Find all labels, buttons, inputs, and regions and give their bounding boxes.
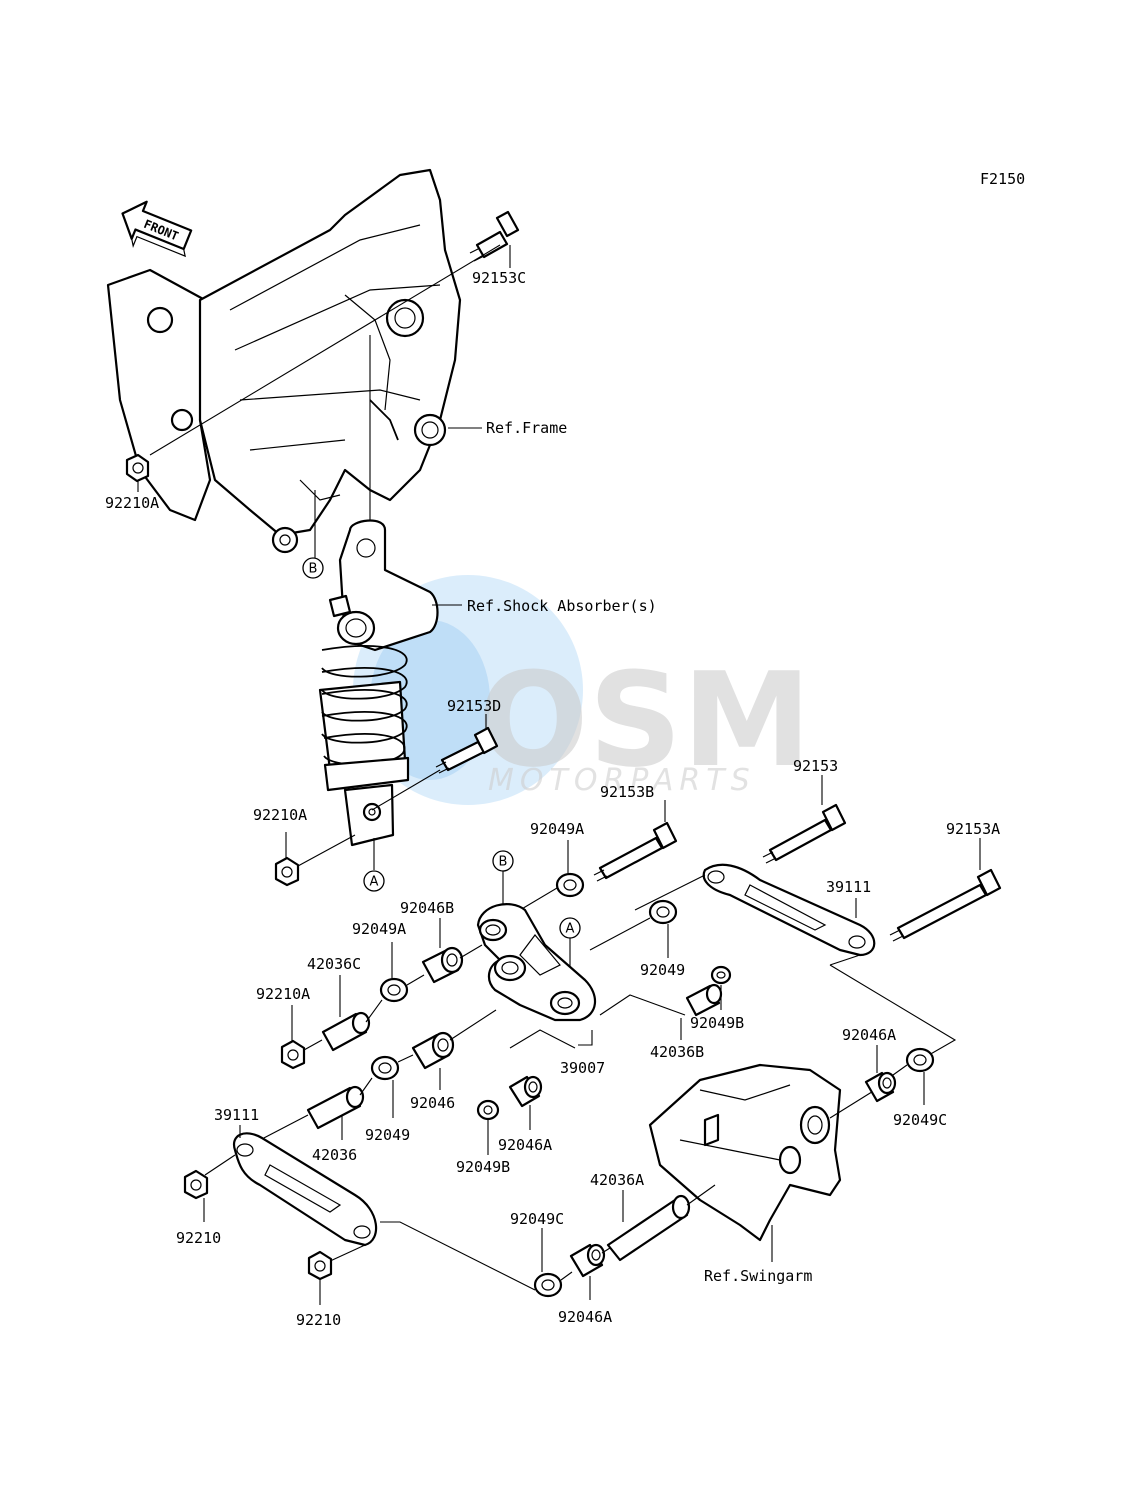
watermark-logo: OSM [478,644,812,796]
nut-92210A-mid [274,834,356,887]
marker-b-mid-label: B [499,855,508,870]
bearing-92046 [411,1009,497,1070]
washer-92049-right [589,899,678,951]
front-direction-arrow-icon: FRONT [121,200,193,258]
label-92046: 92046 [410,1094,455,1112]
watermark-subtext: MOTORPARTS [488,763,756,798]
label-92210-b: 92210 [296,1311,341,1329]
collar-42036 [259,1077,373,1141]
marker-a-mid [363,870,385,892]
label-92210A-mid: 92210A [253,806,307,824]
label-39007: 39007 [560,1059,605,1077]
bearing-92046A-low [569,1243,611,1278]
label-92049A-top: 92049A [530,820,584,838]
bolt-92153C [149,210,520,456]
ref-swingarm-label: Ref.Swingarm [704,1267,812,1285]
label-92046A-mid: 92046A [498,1136,552,1154]
bearing-92046A-right [864,1071,897,1103]
ref-frame-label: Ref.Frame [486,419,567,437]
label-42036B: 42036B [650,1043,704,1061]
nut-92210-b [307,1250,333,1281]
nut-92210-a [183,1169,209,1200]
washer-92049-left [370,1054,414,1081]
label-92049B-right: 92049B [690,1014,744,1032]
bolt-92153 [762,803,847,864]
collar-42036B [599,983,723,1017]
bearing-92046B [421,944,483,984]
washer-92049A-left [379,974,425,1003]
label-92049B-mid: 92049B [456,1158,510,1176]
label-42036A: 42036A [590,1171,644,1189]
washer-92049A-top [519,872,585,911]
label-92049C-low: 92049C [510,1210,564,1228]
label-42036C: 42036C [307,955,361,973]
washer-92049B-mid [476,1099,500,1121]
label-92049-right: 92049 [640,961,685,979]
marker-a-mid-label: A [370,875,379,890]
label-92153A: 92153A [946,820,1000,838]
label-92049A-left: 92049A [352,920,406,938]
label-92046A-low: 92046A [558,1308,612,1326]
label-92153C: 92153C [472,269,526,287]
bolt-92153A [889,868,1002,942]
label-39111-right: 39111 [826,878,871,896]
nut-92210A-low [280,1039,323,1070]
label-92049C-right: 92049C [893,1111,947,1129]
frame-assembly [106,168,462,554]
label-92210A-top: 92210A [105,494,159,512]
label-92210A-low: 92210A [256,985,310,1003]
ref-shock-label: Ref.Shock Absorber(s) [467,597,657,615]
bearing-92046A-mid [508,1075,543,1108]
label-92153B: 92153B [600,783,654,801]
label-92046B: 92046B [400,899,454,917]
washer-92049C-low [533,1271,573,1298]
label-92046A-right: 92046A [842,1026,896,1044]
collar-42036C [321,999,383,1052]
washer-92049C-right [892,1047,935,1076]
washer-92049B-right [710,965,732,985]
marker-b-top [302,557,324,579]
swingarm [648,1063,876,1242]
bolt-92153D [371,726,499,811]
bolt-92153B [593,821,678,882]
label-92049-left: 92049 [365,1126,410,1144]
tie-rod-39111-left [204,1132,536,1291]
marker-b-top-label: B [309,562,318,577]
rocker-arm-39007 [476,903,596,1022]
diagram-code: F2150 [980,170,1025,188]
marker-b-mid [492,850,514,872]
marker-a-link-label: A [566,922,575,937]
label-92153: 92153 [793,757,838,775]
nut-92210A-top [125,453,150,483]
label-42036: 42036 [312,1146,357,1164]
label-92153D: 92153D [447,697,501,715]
shock-absorber [318,519,439,847]
label-39111-left: 39111 [214,1106,259,1124]
label-92210-a: 92210 [176,1229,221,1247]
collar-42036A [606,1184,716,1262]
